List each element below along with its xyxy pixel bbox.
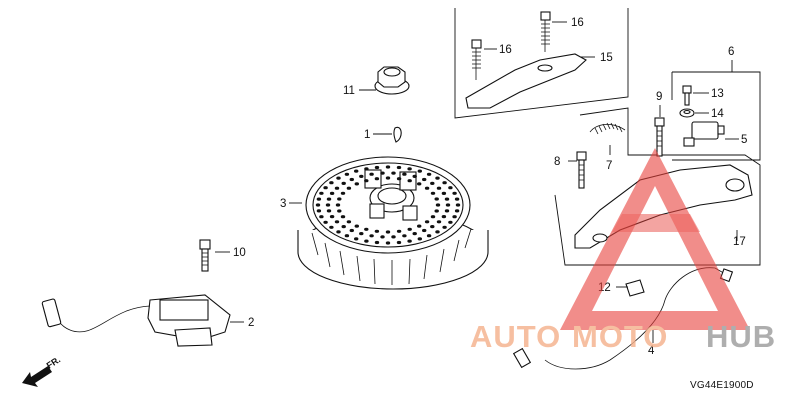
return-spring [589,122,626,135]
group-box-6 [671,71,761,161]
bolt-16a [540,11,551,52]
stop-switch [683,121,725,147]
bolt-8 [576,151,587,189]
bolt-16b [471,39,482,80]
callout-3: 3 [280,198,286,210]
callout-1: 1 [364,129,370,141]
callout-8: 8 [554,156,560,168]
flywheel-nut [374,66,410,95]
watermark-text-moto: MOTO [572,319,668,354]
callout-16b: 16 [499,44,512,56]
callouts: 1 2 3 4 5 6 7 8 9 10 11 12 13 14 15 16 1… [233,17,747,357]
callout-17: 17 [733,236,746,248]
callout-11: 11 [343,85,355,97]
front-direction-arrow: FR. [22,354,62,387]
callout-13: 13 [711,88,724,100]
screw-13 [682,85,692,106]
callout-7: 7 [606,160,612,172]
callout-15: 15 [600,52,613,64]
watermark-triangle [560,148,750,330]
wire-clamp [625,279,645,297]
callout-4: 4 [648,345,655,357]
bolt-9 [654,117,665,157]
watermark-text-hub: HUB [706,319,776,354]
callout-9: 9 [656,91,662,103]
watermark-text-auto: AUTO [470,319,561,354]
woodruff-key [393,126,402,143]
flywheel-holes [315,165,461,245]
drawing-code: VG44E1900D [690,380,754,391]
callout-5: 5 [741,134,747,146]
automotohub-watermark: AUTO MOTO HUB [470,148,776,354]
washer-14 [679,108,695,118]
callout-16a: 16 [571,17,584,29]
leader-lines [215,21,739,343]
callout-6: 6 [728,46,734,58]
callout-14: 14 [711,108,724,120]
group-box-15-16 [454,8,629,119]
callout-10: 10 [233,247,246,259]
flywheel [297,156,489,290]
callout-2: 2 [248,317,254,329]
bolt-10 [199,239,211,272]
brake-bracket [465,53,587,109]
ignition-coil [41,294,231,347]
